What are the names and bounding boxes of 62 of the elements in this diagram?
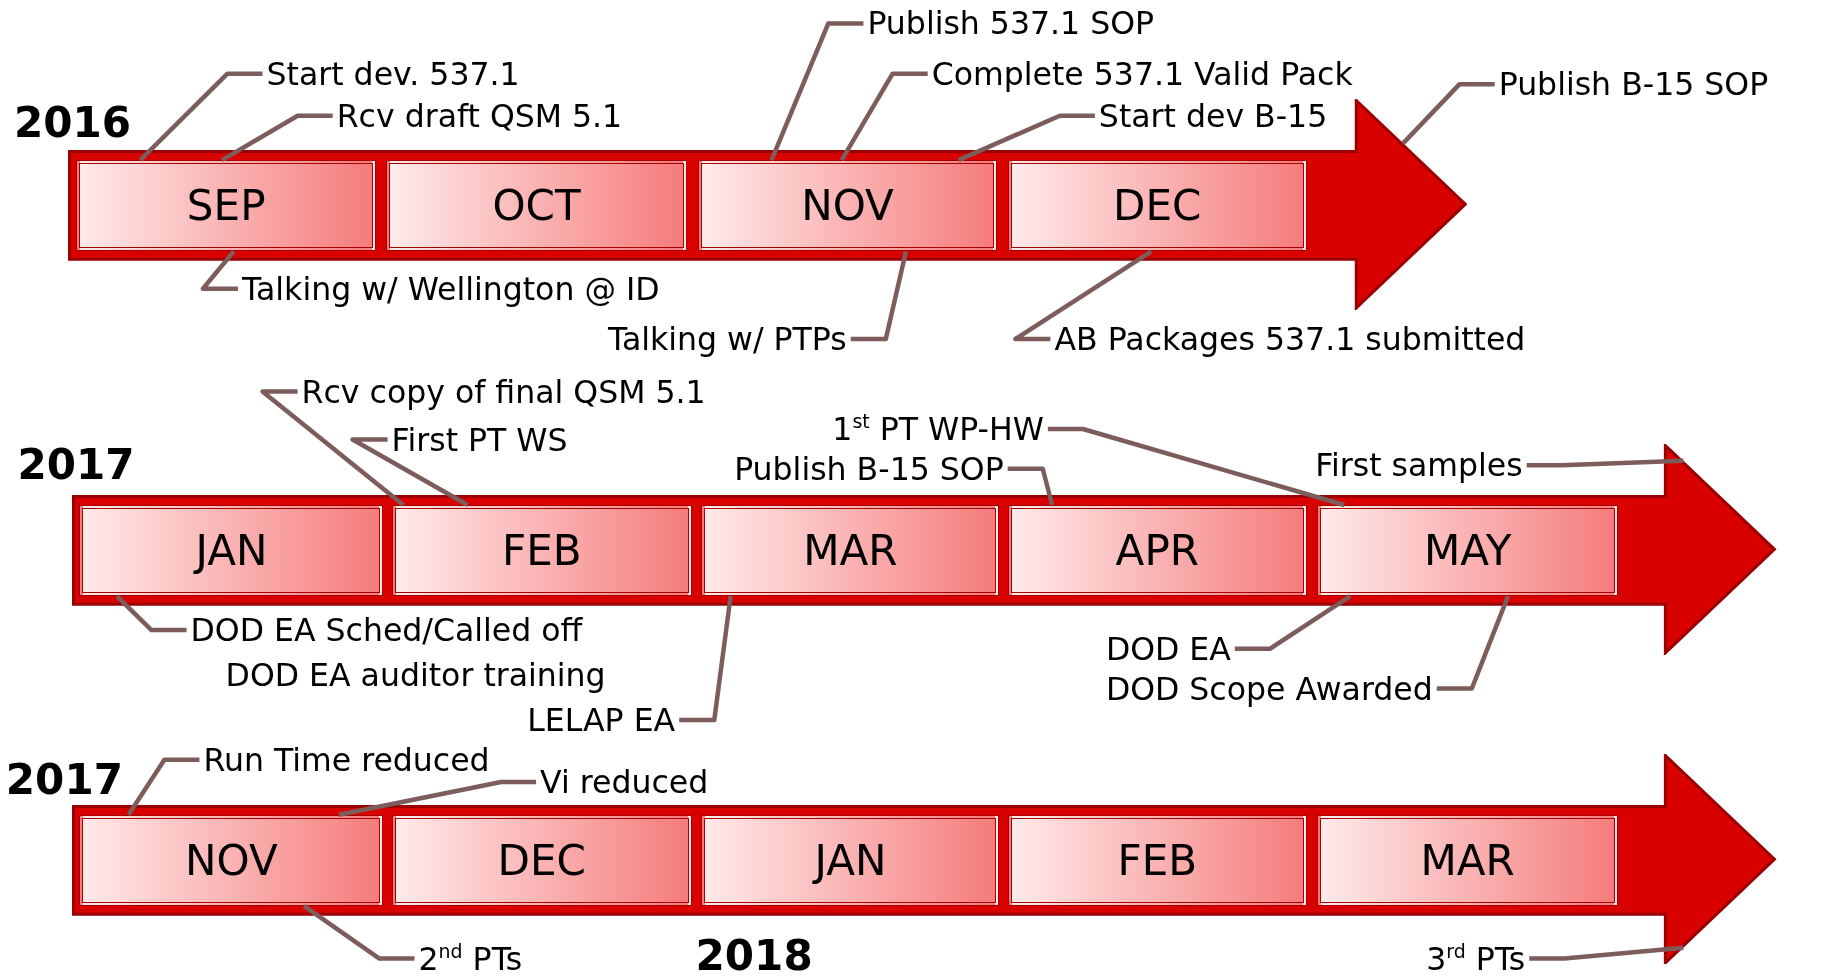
year-label: 2017 [5, 756, 123, 803]
leader-line [302, 904, 415, 961]
month-box: APR [1007, 505, 1307, 597]
leader-line [1529, 945, 1684, 961]
callout-text: Start dev B-15 [1098, 98, 1328, 134]
month-box: FEB [391, 505, 692, 597]
callout-text: First samples [1315, 447, 1523, 483]
leader-line [769, 21, 864, 161]
month-box: MAR [701, 505, 1000, 597]
callout-text: Publish B-15 SOP [1498, 66, 1769, 102]
callout-text: Run Time reduced [203, 742, 490, 778]
month-box: DEC [391, 814, 692, 906]
leader-line [1007, 466, 1055, 506]
leader-line [1436, 595, 1511, 691]
callout-text: Rcv draft QSM 5.1 [336, 98, 623, 134]
callout-text: DOD EA [1105, 631, 1231, 667]
callout-text: Publish B-15 SOP [734, 451, 1004, 487]
month-box: JAN [79, 505, 384, 597]
callout-text: First PT WS [391, 422, 568, 457]
leader-line [1401, 81, 1495, 146]
month-box: DEC [1007, 160, 1307, 252]
leader-line [200, 249, 238, 291]
leader-line [850, 250, 909, 342]
callout-text: 3$^{rd}$ PTs [1426, 940, 1526, 977]
year-label: 2016 [14, 99, 132, 146]
month-box: NOV [697, 160, 998, 252]
callout-text: Complete 537.1 Valid Pack [931, 56, 1353, 91]
callout-text: Start dev. 537.1 [266, 56, 520, 91]
callout-text: DOD EA Sched/Called off [190, 612, 583, 648]
leader-line [350, 437, 469, 507]
callout-text: Talking w/ Wellington @ ID [241, 271, 660, 307]
leader-line [260, 389, 405, 507]
month-box: MAY [1317, 505, 1618, 597]
callout-text: DOD Scope Awarded [1105, 671, 1433, 706]
month-box: OCT [385, 160, 688, 252]
leader-line [1047, 426, 1345, 508]
callout-text: Publish 537.1 SOP [867, 6, 1155, 41]
leader-line [1234, 594, 1352, 652]
month-box: JAN [701, 814, 1000, 906]
year-label: 2017 [17, 442, 135, 489]
leader-line [220, 113, 333, 163]
callout-text: Rcv copy of final QSM 5.1 [301, 374, 706, 409]
leader-line [679, 595, 733, 723]
leader-line [138, 71, 263, 162]
callout-text: 2$^{nd}$ PTs [418, 940, 523, 977]
month-box: NOV [79, 814, 384, 906]
callout-text: 1$^{st}$ PT WP-HW [832, 411, 1044, 447]
leader-line [839, 71, 928, 162]
month-box: FEB [1007, 814, 1307, 906]
callout-text: AB Packages 537.1 submitted [1054, 321, 1526, 357]
year-label: 2018 [695, 933, 813, 977]
callout-text: LELAP EA [527, 702, 676, 738]
leader-line [115, 594, 187, 633]
callout-text: Vi reduced [540, 764, 709, 800]
leader-line [1013, 249, 1153, 342]
note-text: DOD EA auditor training [225, 657, 606, 692]
month-box: MAR [1317, 814, 1618, 906]
leader-line [1526, 458, 1684, 468]
month-box: SEP [75, 160, 377, 252]
leader-line [957, 113, 1095, 163]
callout-text: Talking w/ PTPs [607, 321, 847, 357]
leader-line [126, 757, 200, 816]
